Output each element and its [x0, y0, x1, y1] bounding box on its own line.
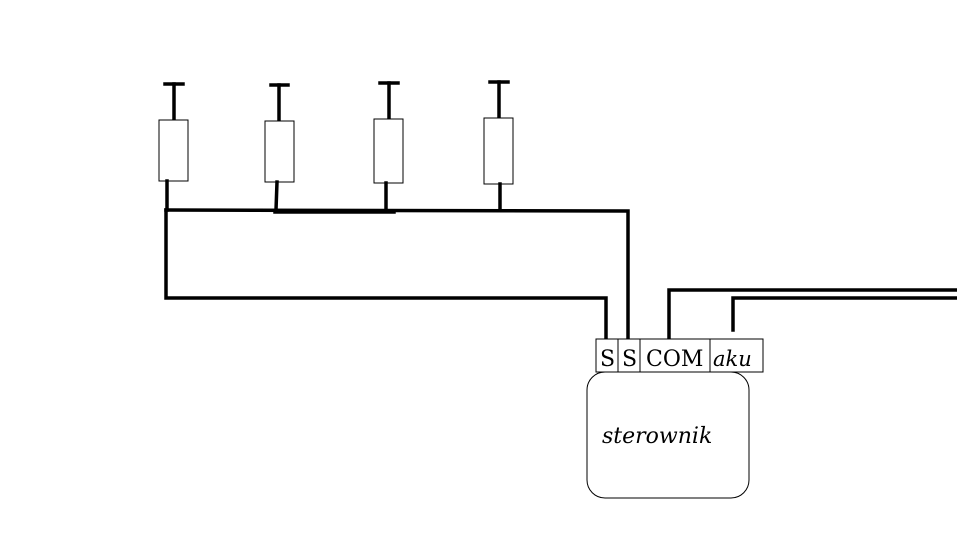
- sensor-2: [264, 83, 295, 212]
- sensor-3: [373, 81, 404, 213]
- aku-wire: [731, 296, 957, 332]
- sensor-body: [158, 119, 189, 182]
- terminal-block: S S COM aku: [595, 338, 764, 373]
- sensor-1: [158, 82, 189, 212]
- terminal-com: COM: [646, 347, 703, 372]
- sensor-lead: [274, 180, 279, 212]
- sensor-body: [373, 118, 404, 184]
- bus-wire-s2: [164, 208, 630, 340]
- return-wire-s1: [164, 208, 608, 340]
- terminal-s1: S: [600, 347, 615, 372]
- com-wire: [667, 288, 957, 339]
- terminal-s2: S: [622, 347, 637, 372]
- sensor-body: [483, 117, 514, 185]
- controller-label: sterownik: [602, 424, 712, 449]
- sensor-4: [483, 80, 514, 212]
- terminal-block-frame: [595, 338, 764, 373]
- sensor-body: [264, 120, 295, 183]
- terminal-aku: aku: [713, 347, 752, 371]
